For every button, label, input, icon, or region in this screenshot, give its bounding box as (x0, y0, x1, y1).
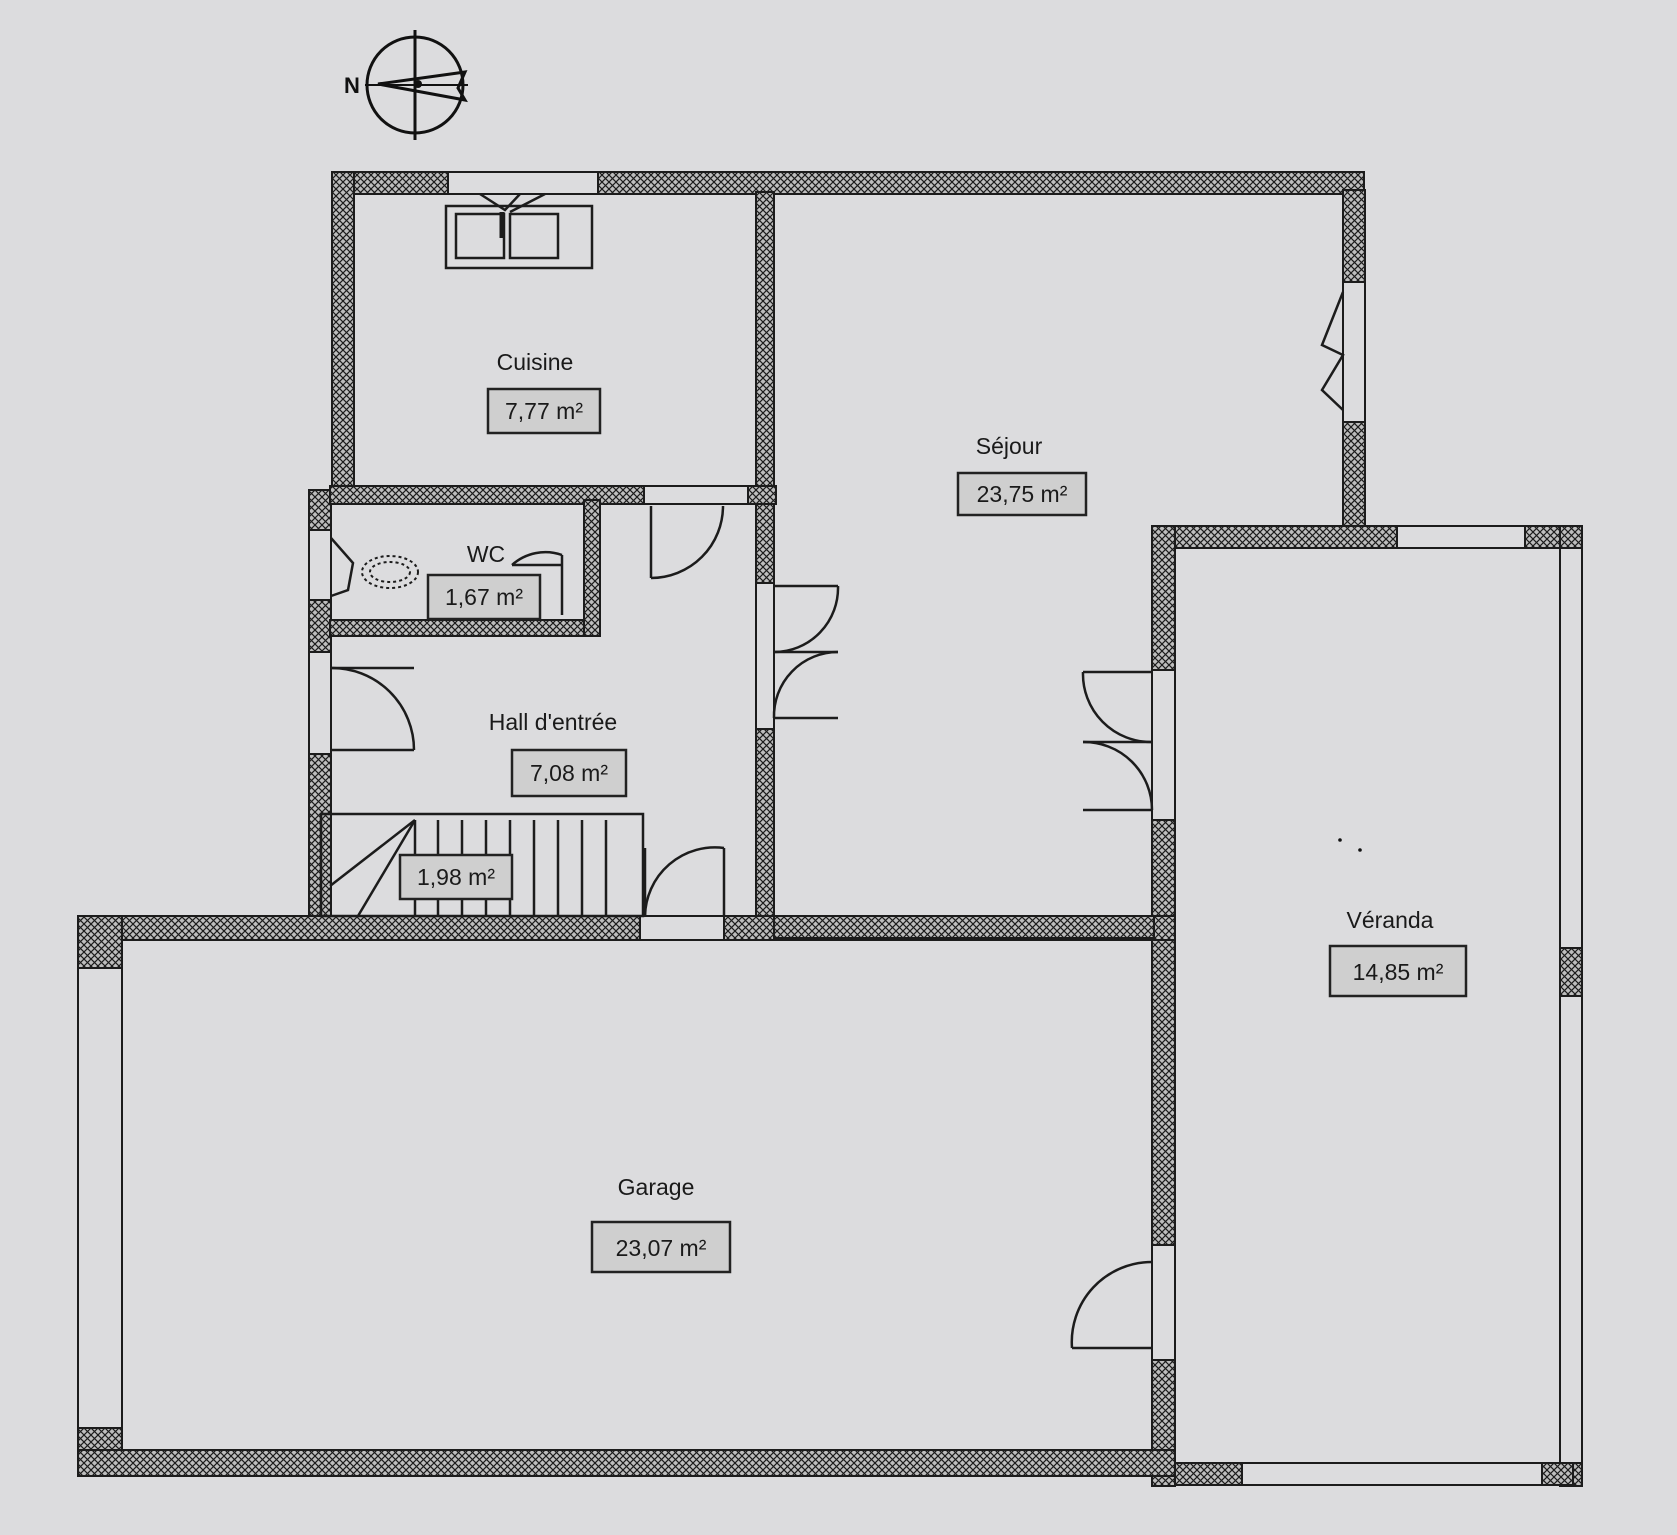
room-name-sejour: Séjour (976, 433, 1043, 459)
door-swings (330, 291, 1345, 1350)
door-garage-veranda (1151, 1244, 1176, 1361)
toilet-fixture (361, 555, 419, 589)
window-cuisine (447, 171, 599, 195)
wall-sejour-bottom (773, 915, 1155, 939)
door-cuisine-hall (643, 485, 749, 505)
area-sejour: 23,75 m² (977, 481, 1068, 507)
area-veranda: 14,85 m² (1353, 959, 1444, 985)
area-box-garage (590, 1220, 732, 1274)
window-sejour-east (1342, 281, 1366, 423)
window-veranda-bottom (1241, 1462, 1543, 1486)
area-box-sejour (956, 471, 1088, 517)
wall-cuisine-left (331, 171, 355, 493)
door-sejour-veranda (1151, 669, 1176, 821)
compass-rose: N (344, 30, 468, 140)
room-name-wc: WC (467, 541, 505, 567)
wall-wc-right (583, 499, 601, 637)
area-garage: 23,07 m² (616, 1235, 707, 1261)
openings (77, 171, 1583, 1486)
window-veranda-right-upper (1559, 547, 1583, 949)
door-hall-garage (639, 915, 725, 941)
veranda-inner-frame (121, 547, 1561, 1464)
stray-dot (1338, 838, 1342, 842)
area-stairs: 1,98 m² (417, 864, 495, 890)
compass-north-letter: N (344, 73, 360, 98)
window-veranda-right-lower (1559, 995, 1583, 1464)
kitchen-sink (444, 192, 594, 270)
door-hall-entry (308, 651, 332, 755)
window-garage-left (77, 967, 123, 1429)
area-hall: 7,08 m² (530, 760, 608, 786)
area-wc: 1,67 m² (445, 584, 523, 610)
area-box-veranda (1328, 944, 1468, 998)
wall-wc-bottom (329, 619, 599, 637)
room-name-cuisine: Cuisine (497, 349, 574, 375)
door-sejour-hall (755, 582, 775, 730)
area-cuisine: 7,77 m² (505, 398, 583, 424)
area-box-cuisine (486, 387, 602, 435)
wall-garage-bottom (77, 1449, 1176, 1477)
area-box-hall (510, 748, 628, 798)
area-box-stairs (398, 853, 514, 901)
room-name-garage: Garage (618, 1174, 695, 1200)
stray-dot-2 (1358, 848, 1362, 852)
room-name-hall: Hall d'entrée (489, 709, 617, 735)
window-wc (308, 529, 332, 601)
wall-cuisine-sejour (755, 191, 775, 923)
window-veranda-top (1396, 525, 1526, 549)
room-name-veranda: Véranda (1347, 907, 1434, 933)
area-box-wc (426, 573, 542, 621)
